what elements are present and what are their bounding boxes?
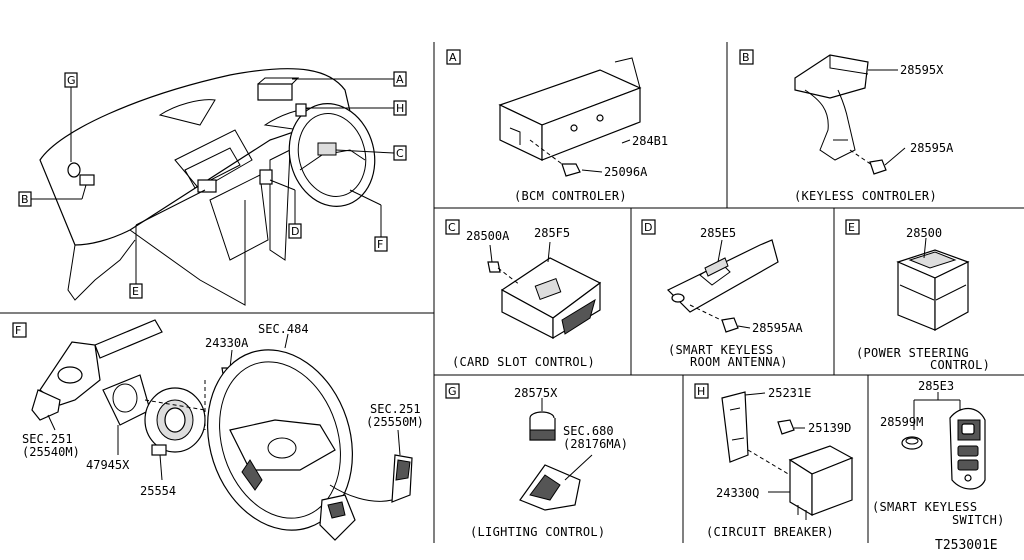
panel-b-caption: (KEYLESS CONTROLER) bbox=[794, 189, 937, 203]
part-25554: 25554 bbox=[140, 484, 176, 498]
panel-i-caption-2: SWITCH) bbox=[952, 513, 1005, 527]
tag-b-label: B bbox=[21, 193, 29, 206]
part-25139d: 25139D bbox=[808, 421, 851, 435]
part-24330q: 24330Q bbox=[716, 486, 759, 500]
part-sec680: SEC.680 bbox=[563, 424, 614, 438]
tag-e-label: E bbox=[132, 285, 139, 298]
part-285e3: 285E3 bbox=[918, 379, 954, 393]
panel-grid bbox=[0, 42, 1024, 543]
tag-a-label: A bbox=[396, 73, 404, 86]
panel-d-letter: D bbox=[644, 221, 652, 234]
panel-f: F SEC.251 (25540M) 47945X 25554 24330A bbox=[12, 319, 424, 541]
part-sec484: SEC.484 bbox=[258, 322, 309, 336]
panel-a-letter: A bbox=[449, 51, 457, 64]
panel-f-letter: F bbox=[15, 324, 21, 337]
tag-h-label: H bbox=[396, 102, 404, 115]
part-284b1: 284B1 bbox=[632, 134, 668, 148]
panel-e-letter: E bbox=[848, 221, 855, 234]
tag-c-label: C bbox=[396, 147, 404, 160]
part-sec251-right: SEC.251 bbox=[370, 402, 421, 416]
panel-e-caption-1: (POWER STEERING bbox=[856, 346, 969, 360]
panel-e: E 28500 (POWER STEERING CONTROL) bbox=[845, 219, 990, 372]
drawing-id: T253001E bbox=[935, 538, 998, 553]
panel-d-caption-1: (SMART KEYLESS bbox=[668, 343, 773, 357]
overview-tags: G A H C B D F E bbox=[18, 71, 407, 299]
part-285e5: 285E5 bbox=[700, 226, 736, 240]
part-28595x: 28595X bbox=[900, 63, 944, 77]
panel-i-caption-1: (SMART KEYLESS bbox=[872, 500, 977, 514]
panel-c-letter: C bbox=[448, 221, 456, 234]
panel-e-caption-2: CONTROL) bbox=[930, 358, 990, 372]
part-28500a: 28500A bbox=[466, 229, 510, 243]
part-28500: 28500 bbox=[906, 226, 942, 240]
panel-c-caption: (CARD SLOT CONTROL) bbox=[452, 355, 595, 369]
panel-a-caption: (BCM CONTROLER) bbox=[514, 189, 627, 203]
part-28575x: 28575X bbox=[514, 386, 558, 400]
tag-d-label: D bbox=[291, 225, 299, 238]
panel-d-caption-2: ROOM ANTENNA) bbox=[690, 355, 788, 369]
panel-h: H 25231E 25139D 24330Q (CIRCUIT BREAKER) bbox=[694, 383, 854, 539]
part-24330a: 24330A bbox=[205, 336, 249, 350]
part-25096a: 25096A bbox=[604, 165, 648, 179]
part-28595aa: 28595AA bbox=[752, 321, 803, 335]
panel-h-caption: (CIRCUIT BREAKER) bbox=[706, 525, 834, 539]
panel-b: B 28595X 28595A (KEYLESS CONTROLER) bbox=[739, 49, 954, 203]
panel-a: A 284B1 25096A (BCM CONTROLER) bbox=[446, 49, 668, 203]
part-25540m: (25540M) bbox=[22, 445, 80, 459]
panel-i: 285E3 28599M (SMART KEYLESS SWITCH) bbox=[872, 379, 1005, 527]
part-28595a: 28595A bbox=[910, 141, 954, 155]
part-28599m: 28599M bbox=[880, 415, 923, 429]
panel-c: C 28500A 285F5 (CARD SLOT CONTROL) bbox=[445, 219, 602, 369]
part-25231e: 25231E bbox=[768, 386, 811, 400]
part-47945x: 47945X bbox=[86, 458, 130, 472]
tag-g-label: G bbox=[67, 74, 76, 87]
part-sec251-left: SEC.251 bbox=[22, 432, 73, 446]
part-28176ma: (28176MA) bbox=[563, 437, 628, 451]
tag-f-label: F bbox=[377, 238, 383, 251]
panel-g-letter: G bbox=[448, 385, 457, 398]
panel-h-letter: H bbox=[697, 385, 705, 398]
part-25550m: (25550M) bbox=[366, 415, 424, 429]
overview-dashboard bbox=[39, 68, 376, 306]
part-285f5: 285F5 bbox=[534, 226, 570, 240]
panel-b-letter: B bbox=[742, 51, 750, 64]
panel-g-caption: (LIGHTING CONTROL) bbox=[470, 525, 605, 539]
panel-g: G 28575X SEC.680 (28176MA) (LIGHTING CON… bbox=[445, 383, 628, 539]
panel-d: D 285E5 28595AA (SMART KEYLESS ROOM ANTE… bbox=[641, 219, 803, 369]
